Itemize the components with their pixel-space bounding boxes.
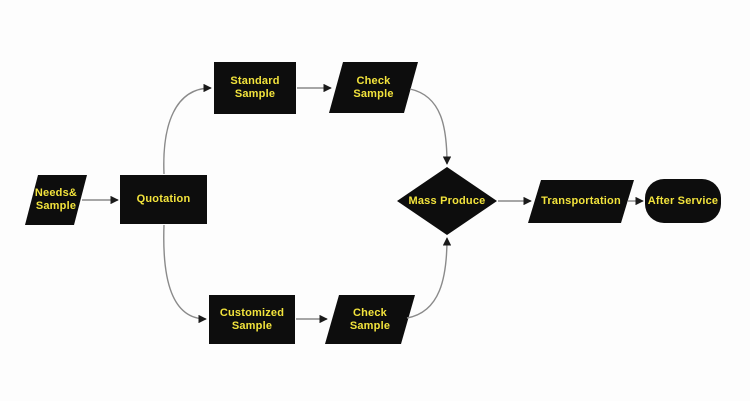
node-shape-after-service[interactable] [645,179,721,223]
node-shape-customized-sample[interactable] [209,295,295,344]
connector-check-top-to-mass [409,88,452,165]
node-shape-quotation[interactable] [120,175,207,224]
node-shape-standard-sample[interactable] [214,62,296,114]
node-shape-transportation[interactable] [528,180,634,223]
node-shape-check-sample-bottom[interactable] [325,295,415,344]
node-shape-mass-produce[interactable] [397,167,497,235]
connector-check-bottom-to-mass [406,237,452,319]
node-shape-needs-sample[interactable] [25,175,87,225]
connector-quotation-to-standard [163,83,212,175]
node-shape-check-sample-top[interactable] [329,62,418,113]
connector-quotation-to-customized [163,224,207,324]
